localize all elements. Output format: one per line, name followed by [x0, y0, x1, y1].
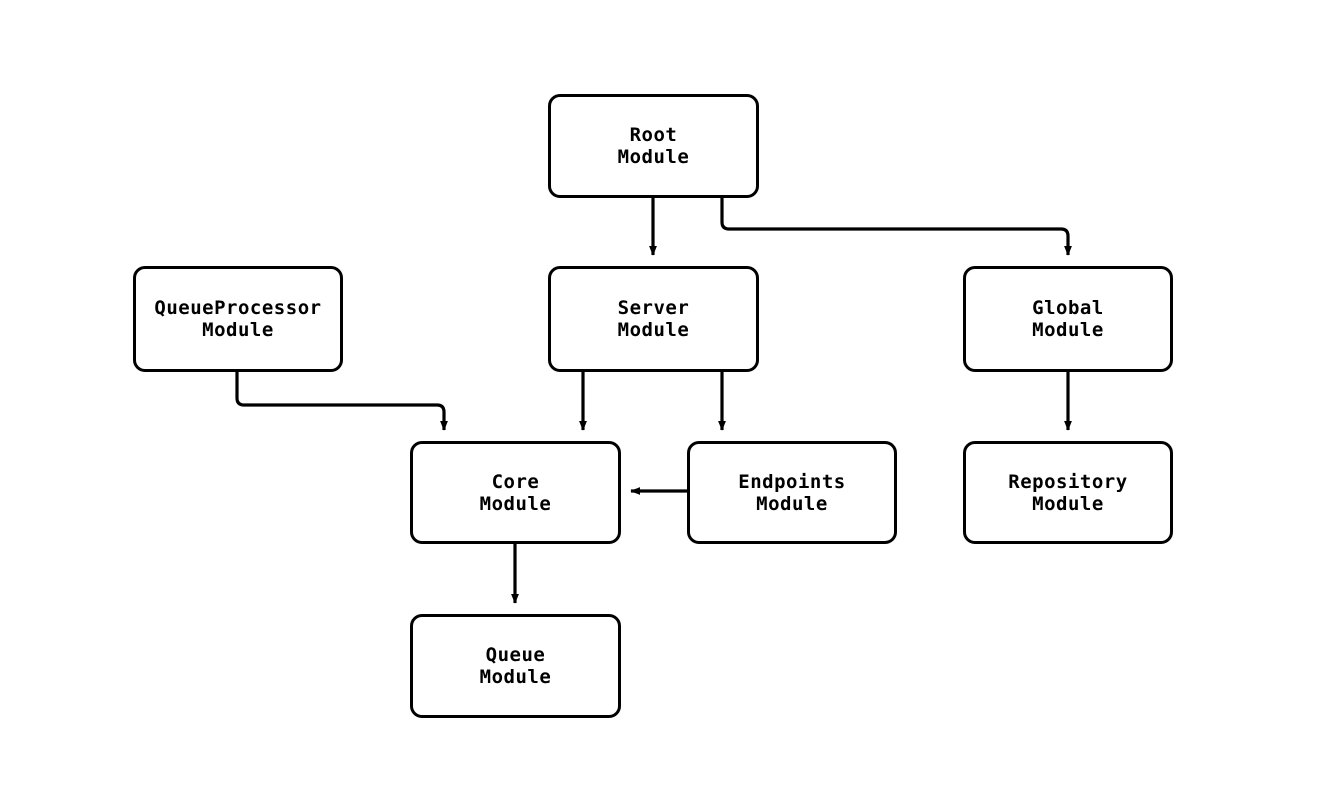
- edge-root-to-global: [720, 198, 1072, 256]
- node-queue-module[interactable]: Queue Module: [410, 614, 621, 718]
- node-queue-module-name: Queue: [485, 644, 546, 666]
- node-server-module-suffix: Module: [617, 319, 690, 341]
- node-repository-module-name: Repository: [1008, 470, 1128, 493]
- node-endpoints-module-name: Endpoints: [738, 470, 846, 493]
- node-core-module-name: Core: [491, 470, 540, 493]
- node-queueprocessor-module-suffix: Module: [202, 319, 274, 341]
- node-endpoints-module-suffix: Module: [756, 492, 828, 515]
- node-global-module-suffix: Module: [1032, 319, 1104, 341]
- node-global-module-name: Global: [1032, 297, 1104, 319]
- edge-queueprocessor-to-core: [235, 372, 448, 431]
- node-server-module-name: Server: [617, 297, 690, 319]
- node-root-module-suffix: Module: [617, 146, 690, 168]
- node-core-module[interactable]: Core Module: [410, 441, 621, 544]
- node-core-module-suffix: Module: [479, 492, 552, 515]
- node-queue-module-suffix: Module: [479, 666, 552, 688]
- node-repository-module-suffix: Module: [1032, 492, 1104, 515]
- node-root-module[interactable]: Root Module: [548, 94, 759, 198]
- node-server-module[interactable]: Server Module: [548, 266, 759, 372]
- node-root-module-name: Root: [629, 124, 678, 146]
- node-global-module[interactable]: Global Module: [963, 266, 1173, 372]
- node-queueprocessor-module-name: QueueProcessor: [154, 297, 322, 319]
- node-repository-module[interactable]: Repository Module: [963, 441, 1173, 544]
- node-endpoints-module[interactable]: Endpoints Module: [687, 441, 897, 544]
- node-queueprocessor-module[interactable]: QueueProcessor Module: [133, 266, 343, 372]
